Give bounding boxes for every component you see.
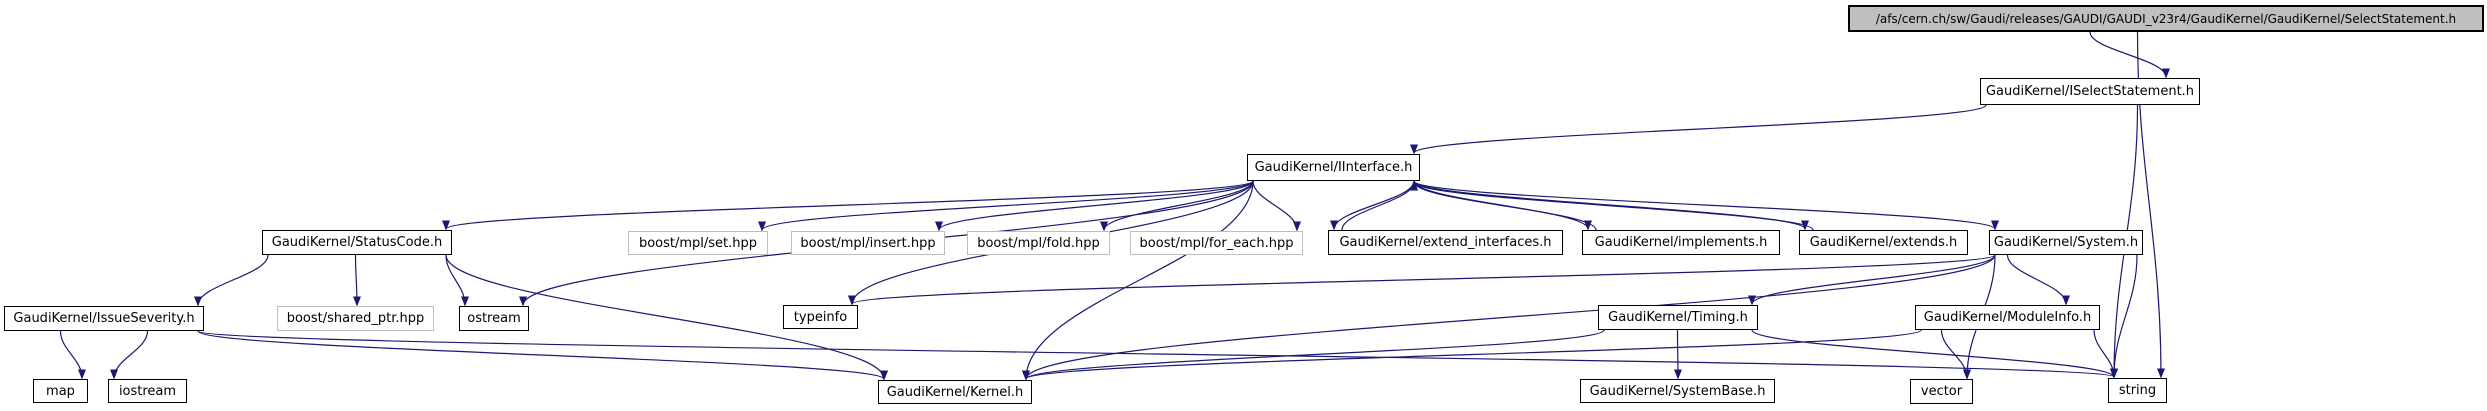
node-map[interactable]: map [33, 379, 88, 403]
node-implements[interactable]: GaudiKernel/implements.h [1582, 230, 1780, 255]
node-system[interactable]: GaudiKernel/System.h [1989, 230, 2143, 255]
node-selectstatement: /afs/cern.ch/sw/Gaudi/releases/GAUDI/GAU… [1848, 5, 2484, 32]
node-vector[interactable]: vector [1910, 379, 1973, 404]
node-moduleinfo[interactable]: GaudiKernel/ModuleInfo.h [1915, 305, 2100, 330]
edge-issueseverity-to-string [197, 330, 2118, 379]
node-mpl_fold: boost/mpl/fold.hpp [967, 231, 1110, 255]
node-ostream[interactable]: ostream [459, 306, 529, 331]
edge-statuscode-to-ostream [445, 254, 469, 307]
edge-moduleinfo-to-kernel [1022, 329, 1922, 381]
node-extend_interfaces[interactable]: GaudiKernel/extend_interfaces.h [1328, 230, 1563, 255]
edge-system-to-moduleinfo [2006, 254, 2070, 306]
node-string[interactable]: string [2108, 378, 2167, 403]
edge-system-to-kernel [1022, 254, 1996, 381]
edge-iinterface-to-extends [1413, 180, 1809, 231]
node-iinterface[interactable]: GaudiKernel/IInterface.h [1247, 154, 1420, 181]
edge-iinterface-to-mpl_for_each [1252, 180, 1301, 232]
edge-iinterface-to-kernel [1022, 180, 1254, 381]
edge-extends-to-iinterface [1410, 180, 1814, 231]
node-issueseverity[interactable]: GaudiKernel/IssueSeverity.h [4, 306, 204, 331]
node-systembase[interactable]: GaudiKernel/SystemBase.h [1580, 379, 1775, 403]
edge-extend_interfaces-to-iinterface [1341, 180, 1418, 231]
node-shared_ptr: boost/shared_ptr.hpp [277, 306, 434, 331]
edge-implements-to-iinterface [1410, 180, 1597, 231]
edge-statuscode-to-shared_ptr [352, 254, 361, 307]
edge-iinterface-to-system [1413, 180, 1999, 231]
edge-iselectstatement-to-iinterface [1410, 104, 1987, 155]
edge-system-to-string [2110, 254, 2138, 379]
edge-selectstatement-to-iselectstatement [2089, 31, 2170, 79]
edge-statuscode-to-kernel [445, 254, 888, 381]
edge-iinterface-to-statuscode [442, 180, 1254, 231]
edge-issueseverity-to-kernel [197, 330, 888, 381]
node-extends[interactable]: GaudiKernel/extends.h [1799, 230, 1968, 255]
edge-timing-to-string [1751, 329, 2118, 379]
edge-issueseverity-to-iostream [110, 330, 149, 380]
node-mpl_insert: boost/mpl/insert.hpp [791, 231, 945, 255]
edge-system-to-typeinfo [848, 254, 1996, 306]
node-timing[interactable]: GaudiKernel/Timing.h [1598, 305, 1758, 330]
edge-moduleinfo-to-string [2093, 329, 2118, 379]
edge-moduleinfo-to-vector [1940, 329, 1971, 380]
node-mpl_for_each: boost/mpl/for_each.hpp [1130, 231, 1303, 255]
node-statuscode[interactable]: GaudiKernel/StatusCode.h [262, 230, 452, 255]
edge-iinterface-to-mpl_insert [935, 180, 1254, 232]
edge-timing-to-systembase [1673, 329, 1682, 380]
edge-iinterface-to-mpl_fold [1100, 180, 1254, 232]
edge-system-to-timing [1748, 254, 1996, 306]
edge-issueseverity-to-map [59, 330, 86, 380]
node-typeinfo[interactable]: typeinfo [783, 305, 858, 329]
node-iostream[interactable]: iostream [108, 379, 187, 403]
node-kernel[interactable]: GaudiKernel/Kernel.h [878, 380, 1032, 404]
node-mpl_set: boost/mpl/set.hpp [628, 231, 768, 255]
edge-statuscode-to-issueseverity [194, 254, 269, 307]
edge-iinterface-to-mpl_set [758, 180, 1254, 232]
edge-timing-to-kernel [1022, 329, 1605, 381]
node-iselectstatement[interactable]: GaudiKernel/ISelectStatement.h [1980, 78, 2200, 105]
